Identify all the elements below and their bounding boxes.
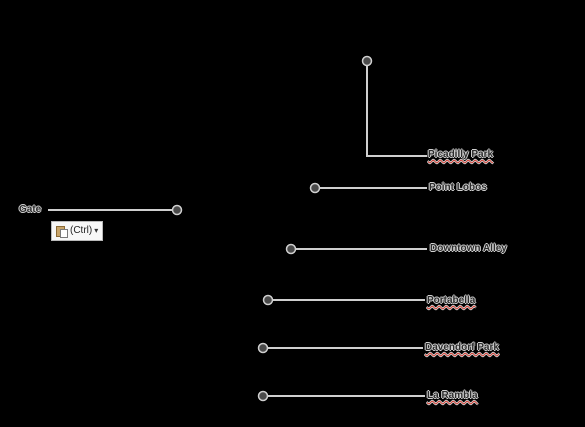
callout-label-gate[interactable]: Gate [19, 204, 42, 215]
picadilly-park-endpoint-marker[interactable] [361, 55, 373, 67]
la-rambla-endpoint-marker[interactable] [257, 390, 269, 402]
point-lobos-endpoint-marker[interactable] [309, 182, 321, 194]
portabella-endpoint-marker[interactable] [262, 294, 274, 306]
callout-label-portabella[interactable]: Portabella [427, 295, 476, 306]
callout-label-la-rambla[interactable]: La Rambla [427, 390, 478, 401]
callout-label-point-lobos[interactable]: Point Lobos [429, 182, 487, 193]
callout-label-picadilly-park[interactable]: Picadilly Park [428, 149, 494, 160]
chevron-down-icon: ▾ [94, 226, 99, 235]
paste-options-button[interactable]: (Ctrl) ▾ [51, 221, 103, 241]
clipboard-paste-icon [56, 224, 68, 238]
picadilly-park-connector-line[interactable] [366, 61, 427, 157]
davendorf-park-endpoint-marker[interactable] [257, 342, 269, 354]
paste-options-label: (Ctrl) [70, 225, 93, 236]
callout-label-davendorf-park[interactable]: Davendorf Park [425, 342, 499, 353]
downtown-alley-endpoint-marker[interactable] [285, 243, 297, 255]
gate-endpoint-marker[interactable] [171, 204, 183, 216]
callout-label-downtown-alley[interactable]: Downtown Alley [430, 243, 507, 254]
